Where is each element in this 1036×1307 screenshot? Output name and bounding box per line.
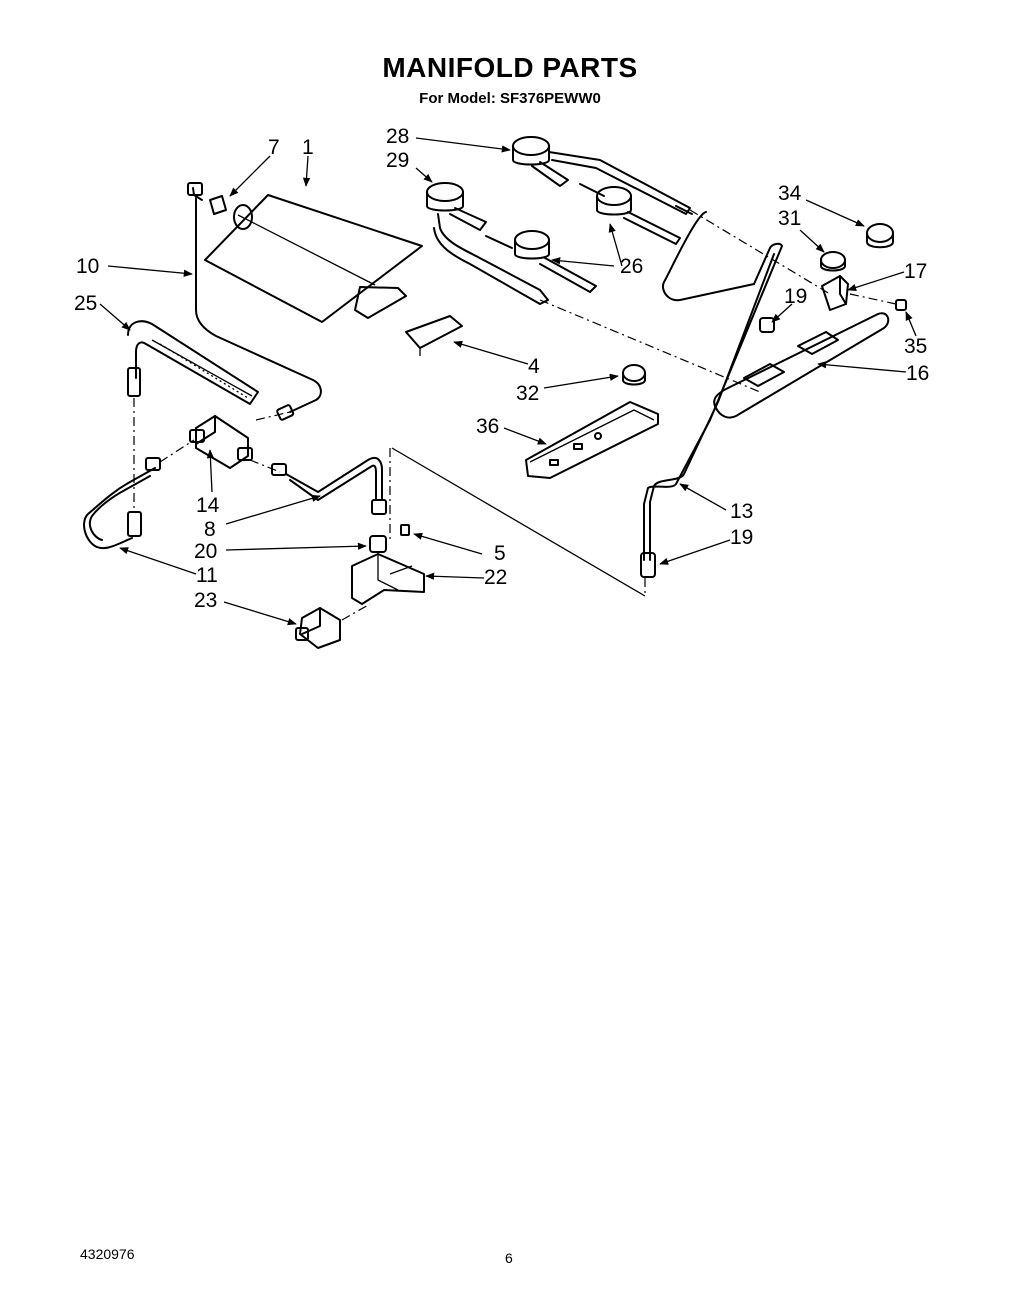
callout-34: 34 [778, 182, 802, 205]
callout-5: 5 [494, 542, 506, 565]
centerline [849, 293, 897, 305]
connector-tube [249, 456, 387, 515]
centerline [255, 411, 291, 421]
centerline [391, 447, 646, 597]
callout-19: 19 [784, 285, 807, 308]
centerline [159, 439, 195, 463]
pressure-regulator [295, 603, 371, 649]
callout-26: 26 [620, 255, 643, 278]
callout-31: 31 [778, 207, 801, 230]
callout-25: 25 [74, 292, 97, 315]
orifice-fitting [209, 195, 227, 215]
centerline [539, 299, 761, 393]
control-knob [866, 223, 894, 249]
callout-32: 32 [516, 382, 539, 405]
manifold-fitting [759, 317, 775, 333]
callout-8: 8 [204, 518, 216, 541]
oven-supply-tube [83, 457, 161, 550]
top-burner-right-front [579, 183, 681, 245]
callout-20: 20 [194, 540, 217, 563]
callout-35: 35 [904, 335, 927, 358]
top-burner-right-rear [512, 136, 693, 215]
callout-13: 13 [730, 500, 753, 523]
callout-29: 29 [386, 149, 409, 172]
leader-lines [99, 137, 917, 626]
control-knob-insert [820, 251, 846, 272]
page-title: MANIFOLD PARTS [382, 52, 638, 83]
callout-28: 28 [386, 125, 409, 148]
document-number: 4320976 [80, 1246, 135, 1262]
orifice-hood [895, 299, 907, 311]
callout-19-lower: 19 [730, 526, 753, 549]
callout-10: 10 [76, 255, 99, 278]
callout-11: 11 [196, 564, 218, 587]
callout-23: 23 [194, 589, 217, 612]
screw [400, 524, 410, 536]
callout-1: 1 [302, 136, 314, 159]
oven-burner [127, 320, 259, 405]
manifold-supply-tube [643, 211, 783, 561]
top-burner-left-front [485, 230, 597, 293]
callout-36: 36 [476, 415, 499, 438]
top-burner-left-rear [426, 182, 549, 305]
burner-valve [821, 275, 849, 311]
broiler-burner-plate [204, 194, 423, 323]
callout-17: 17 [904, 260, 927, 283]
centerline [689, 209, 831, 295]
control-knob-small [622, 364, 646, 386]
callout-4: 4 [528, 355, 540, 378]
manifold-bracket [525, 401, 659, 479]
callout-22: 22 [484, 566, 507, 589]
gas-manifold [713, 312, 890, 419]
fitting [369, 535, 387, 553]
callout-14: 14 [196, 494, 220, 517]
burner-bracket [405, 315, 463, 356]
manifold-fitting [640, 552, 656, 578]
model-subtitle: For Model: SF376PEWW0 [419, 90, 601, 107]
callout-7: 7 [268, 136, 280, 159]
broiler-supply-tube [187, 182, 322, 421]
page-number: 6 [505, 1250, 513, 1266]
pressure-regulator-bracket [351, 553, 425, 605]
callout-16: 16 [906, 362, 929, 385]
oven-safety-valve [189, 415, 253, 469]
